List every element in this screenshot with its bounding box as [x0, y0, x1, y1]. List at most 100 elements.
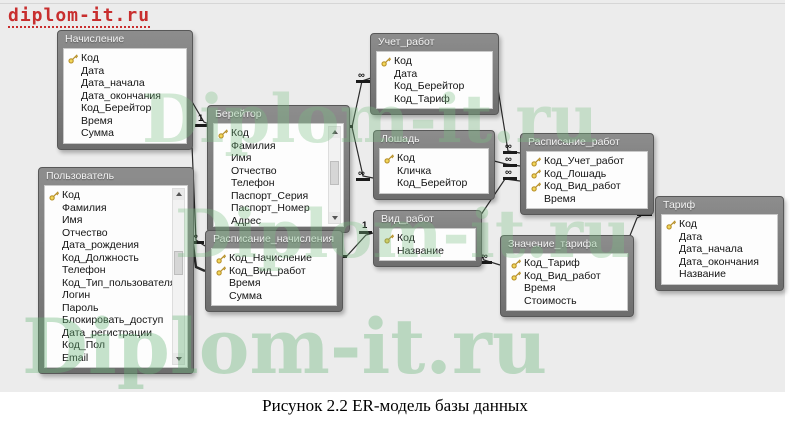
field-row[interactable]: Код_Тариф — [381, 93, 489, 106]
table-title[interactable]: Значение_тарифа — [508, 238, 598, 250]
table-title[interactable]: Учет_работ — [378, 36, 435, 48]
field-row[interactable]: Имя — [49, 214, 170, 227]
scroll-up-button[interactable] — [329, 127, 340, 138]
table-title[interactable]: Тариф — [663, 199, 696, 211]
relationship-line[interactable] — [351, 126, 374, 179]
field-row[interactable]: Отчество — [49, 227, 170, 240]
field-row[interactable]: Код_Вид_работ — [216, 265, 333, 278]
field-row[interactable]: Код_Тип_пользователя — [49, 277, 176, 290]
field-row[interactable]: Дата_регистрации — [49, 327, 170, 340]
field-row[interactable]: Дата_окончания — [666, 256, 774, 269]
field-row[interactable]: Кличка — [384, 165, 485, 178]
field-row[interactable]: Имя — [218, 152, 326, 165]
field-row[interactable]: Название — [384, 245, 472, 258]
field-row[interactable]: Дата — [666, 231, 774, 244]
field-row[interactable]: Код — [49, 189, 170, 202]
field-row[interactable]: Дата_начала — [666, 243, 774, 256]
field-row[interactable]: Отчество — [218, 165, 326, 178]
scrollbar-thumb[interactable] — [330, 161, 339, 185]
table-title[interactable]: Берейтор — [215, 108, 262, 120]
field-row[interactable]: Сумма — [216, 290, 333, 303]
field-indent — [49, 215, 62, 226]
field-row[interactable]: Код_Лошадь — [531, 168, 644, 181]
cardinality-bar — [503, 177, 517, 180]
field-row[interactable]: Блокировать_доступ — [49, 314, 170, 327]
field-indent — [216, 290, 229, 301]
field-row[interactable]: Код_Берейтор — [384, 177, 485, 190]
field-row[interactable]: Фамилия — [49, 202, 170, 215]
field-indent — [666, 269, 679, 280]
scrollbar-thumb[interactable] — [174, 251, 183, 275]
field-row[interactable]: Код — [384, 152, 485, 165]
field-row[interactable]: Дата_начала — [68, 77, 183, 90]
field-row[interactable]: Код — [68, 52, 183, 65]
field-indent — [49, 290, 62, 301]
field-row[interactable]: Время — [531, 193, 644, 206]
vertical-scrollbar[interactable] — [172, 188, 185, 365]
scroll-down-button[interactable] — [173, 353, 184, 364]
table-title[interactable]: Пользователь — [46, 170, 115, 182]
field-row[interactable]: Фамилия — [218, 140, 326, 153]
field-row[interactable]: Время — [216, 277, 333, 290]
field-row[interactable]: Код — [381, 55, 489, 68]
field-row[interactable]: Дата — [381, 68, 489, 81]
scroll-down-button[interactable] — [329, 212, 340, 223]
field-row[interactable]: Паспорт_Серия — [218, 190, 326, 203]
primary-key-icon — [531, 156, 544, 167]
cardinality-bar — [195, 124, 209, 127]
field-row[interactable]: Код_Берейтор — [381, 80, 489, 93]
field-row[interactable]: Телефон — [49, 264, 170, 277]
field-row[interactable]: Код_Вид_работ — [531, 180, 644, 193]
vertical-scrollbar[interactable] — [328, 126, 341, 224]
field-row[interactable]: Время — [68, 115, 183, 128]
field-indent — [49, 202, 62, 213]
field-row[interactable]: Стоимость — [511, 295, 624, 308]
table-title[interactable]: Расписание_начисления — [213, 233, 335, 245]
field-row[interactable]: Пароль — [49, 302, 170, 315]
table-title[interactable]: Вид_работ — [381, 213, 434, 225]
field-row[interactable]: Код_Вид_работ — [511, 270, 624, 283]
field-row[interactable]: Дата — [68, 65, 183, 78]
field-name: Email — [62, 351, 89, 364]
field-row[interactable]: Код — [384, 232, 472, 245]
field-name: Телефон — [231, 177, 275, 190]
field-row[interactable]: Код_Учет_работ — [531, 155, 644, 168]
field-name: Код_Вид_работ — [229, 264, 306, 277]
table-title[interactable]: Расписание_работ — [528, 136, 620, 148]
field-row[interactable]: Время — [511, 282, 624, 295]
field-row[interactable]: Код — [218, 127, 326, 140]
scroll-up-button[interactable] — [173, 189, 184, 200]
field-row[interactable]: Код_Пол — [49, 339, 170, 352]
field-row[interactable]: Код_Берейтор — [68, 102, 183, 115]
field-name: Дата_рождения — [62, 239, 139, 252]
field-row[interactable]: Дата_окончания — [68, 90, 183, 103]
field-row[interactable]: Email — [49, 352, 170, 365]
field-name: Адрес — [231, 214, 262, 227]
field-row[interactable]: Код_Тариф — [511, 257, 624, 270]
field-name: Код_Должность — [62, 251, 139, 264]
field-row[interactable]: Телефон — [218, 177, 326, 190]
field-row[interactable]: Сумма — [68, 127, 183, 140]
field-row[interactable]: Название — [666, 268, 774, 281]
table-title[interactable]: Начисление — [65, 33, 125, 45]
field-row[interactable]: Код_Должность — [49, 252, 170, 265]
field-row[interactable]: Паспорт_Номер — [218, 202, 326, 215]
field-row[interactable]: Логин — [49, 289, 170, 302]
field-row[interactable]: Код — [666, 218, 774, 231]
field-row[interactable]: Адрес — [218, 214, 326, 227]
figure-caption: Рисунок 2.2 ER-модель базы данных — [262, 396, 528, 415]
field-row[interactable]: Дата_рождения — [49, 239, 170, 252]
table-title[interactable]: Лошадь — [381, 133, 420, 145]
field-row[interactable]: Код_Начисление — [216, 252, 333, 265]
